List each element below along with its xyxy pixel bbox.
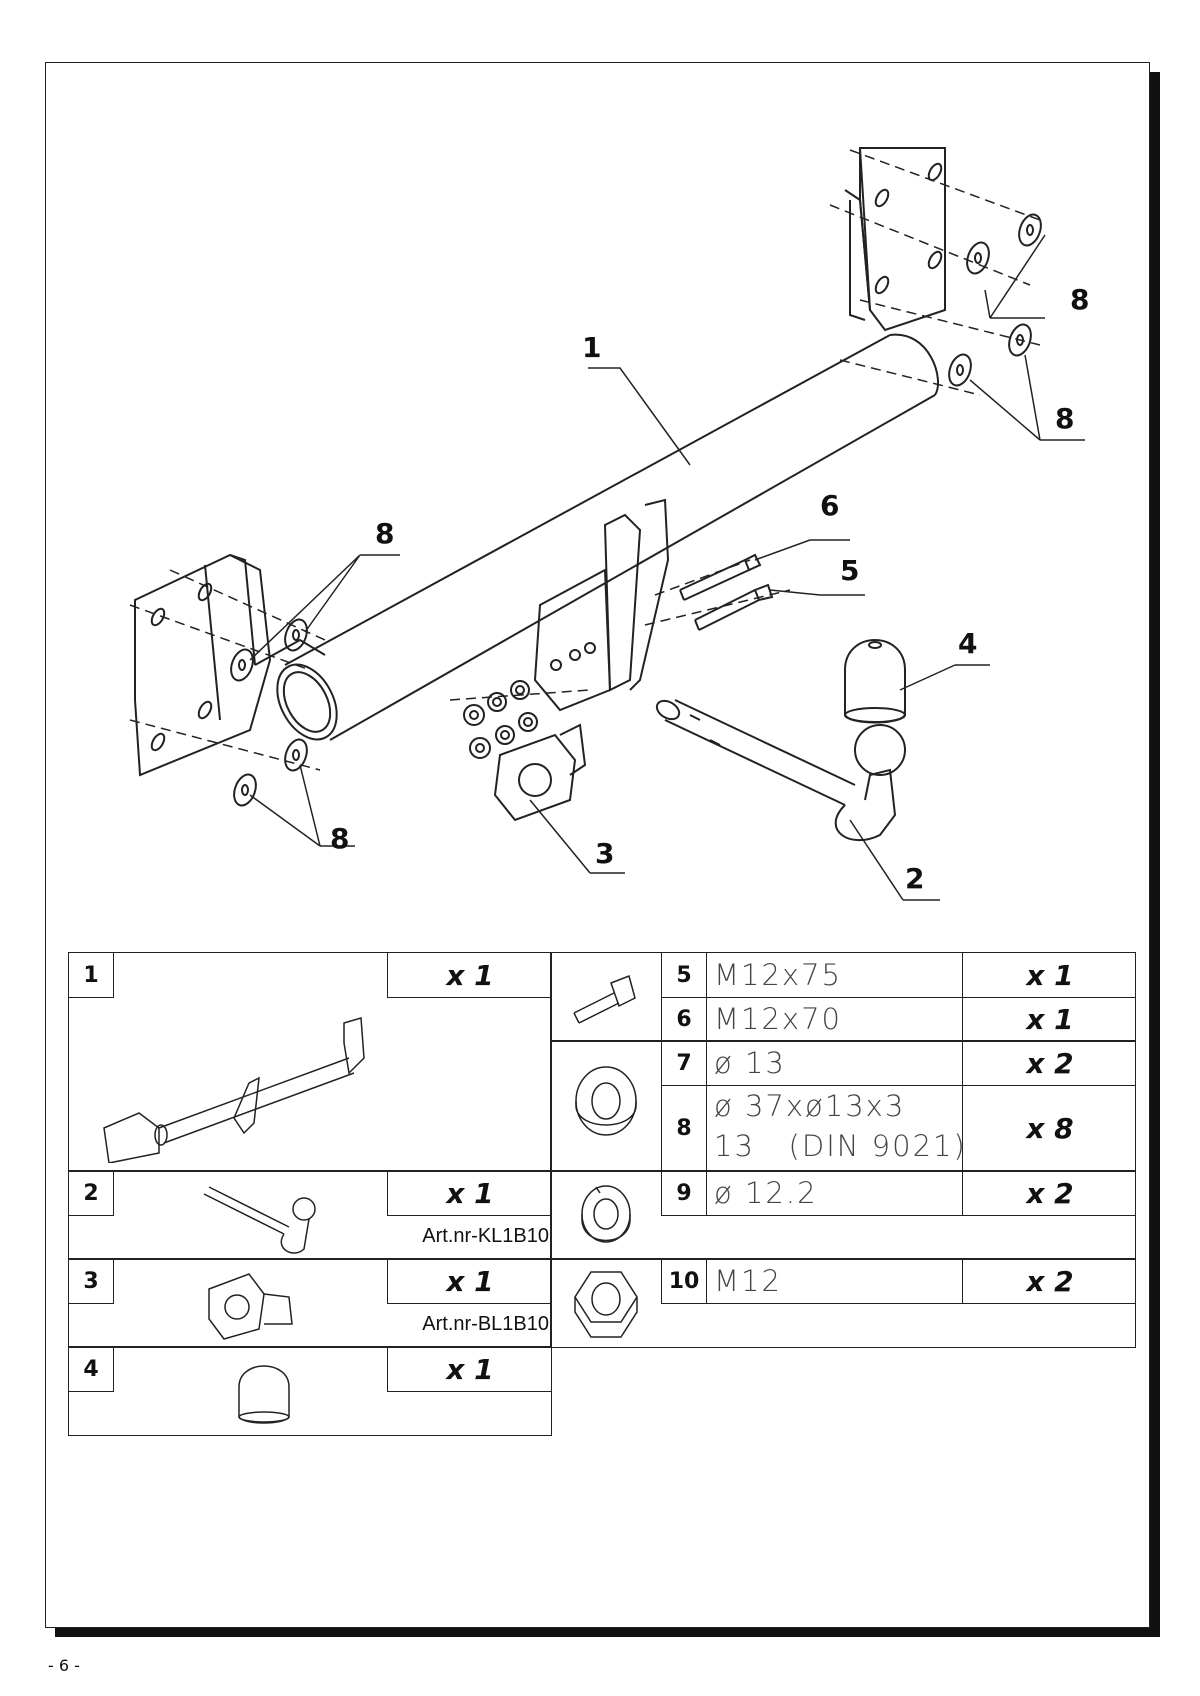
- bolts-part-5-6: [679, 553, 774, 631]
- part-quantity: x 1: [962, 953, 1137, 997]
- part-number: 10: [662, 1259, 707, 1303]
- part-number: 5: [662, 953, 707, 997]
- callout-part-3: 3: [595, 837, 615, 870]
- part-quantity: x 1: [387, 1171, 552, 1216]
- parts-list-right: 5 M12x75 x 1 6 M12x70 x 1 7 ø 13 x 2 8 ø…: [550, 952, 1136, 1352]
- callout-part-4: 4: [958, 627, 978, 660]
- part-group-nut: 10 M12 x 2: [550, 1258, 1136, 1348]
- callout-part-1: 1: [582, 331, 602, 364]
- bolt-icon: [573, 974, 636, 1024]
- ball-cap-part-4: [844, 639, 906, 724]
- part-number: 4: [69, 1347, 114, 1392]
- page-frame: [45, 62, 1150, 1628]
- callout-part-8-left-lower: 8: [330, 822, 350, 855]
- center-mount-ears: [533, 498, 670, 712]
- part-quantity: x 1: [387, 953, 552, 998]
- part-spec: ø 37xø13x3: [714, 1089, 906, 1123]
- exploded-assembly-drawing: [129, 147, 1085, 901]
- part-row-7: 7 ø 13 x 2: [661, 1041, 1136, 1086]
- article-number: Art.nr-BL1B10: [422, 1312, 549, 1335]
- socket-plate-thumbnail-icon: [208, 1273, 293, 1340]
- parts-list-left: 1 x 1 2 x 1 Art.nr-KL1B10 3 x 1 Art.nr-B…: [68, 952, 552, 1440]
- callout-part-8-right-lower: 8: [1055, 402, 1075, 435]
- frame-shadow-bottom: [55, 1628, 1160, 1637]
- callout-part-5: 5: [840, 554, 860, 587]
- part-group-washers: 7 ø 13 x 2 8 ø 37xø13x3 13 (DIN 9021) x …: [550, 1040, 1136, 1172]
- part-number: 7: [662, 1041, 707, 1085]
- callout-leaders: [249, 234, 1085, 901]
- part-row-8: 8 ø 37xø13x3 13 (DIN 9021) x 8: [661, 1085, 1136, 1171]
- socket-plate-part-3: [493, 723, 587, 822]
- article-number: Art.nr-KL1B10: [422, 1224, 549, 1247]
- part-quantity: x 1: [387, 1259, 552, 1304]
- hex-nut-icon: [574, 1271, 638, 1338]
- callout-part-8-right-upper: 8: [1070, 283, 1090, 316]
- part-row-9: 9 ø 12.2 x 2: [661, 1171, 1136, 1216]
- part-quantity: x 2: [962, 1259, 1137, 1303]
- part-number: 6: [662, 997, 707, 1041]
- right-bracket: [844, 147, 946, 332]
- towball-neck-part-2: [655, 699, 906, 842]
- assembly-guide-lines: [129, 149, 1041, 771]
- part-spec: M12: [714, 1264, 782, 1298]
- part-number: 8: [662, 1085, 707, 1171]
- part-quantity: x 2: [962, 1041, 1137, 1085]
- part-spec: ø 13: [714, 1046, 786, 1080]
- callout-part-6: 6: [820, 489, 840, 522]
- crossbar-tube: [276, 333, 939, 741]
- callout-part-8-left-upper: 8: [375, 517, 395, 550]
- part-row-10: 10 M12 x 2: [661, 1259, 1136, 1304]
- part-row-3: 3 x 1 Art.nr-BL1B10: [68, 1258, 552, 1348]
- spring-washer-icon: [581, 1185, 631, 1243]
- part-row-2: 2 x 1 Art.nr-KL1B10: [68, 1170, 552, 1260]
- part-spec: M12x75: [714, 958, 842, 992]
- washers-part-8: [230, 213, 1042, 807]
- part-spec: ø 12.2: [714, 1176, 818, 1210]
- part-row-5: 5 M12x75 x 1: [661, 953, 1136, 998]
- part-group-bolts: 5 M12x75 x 1 6 M12x70 x 1: [550, 952, 1136, 1042]
- crossbar-thumbnail-icon: [103, 1017, 365, 1163]
- part-row-6: 6 M12x70 x 1: [661, 997, 1136, 1041]
- frame-shadow-right: [1150, 72, 1160, 1637]
- part-number: 2: [69, 1171, 114, 1216]
- page-number: - 6 -: [48, 1656, 80, 1675]
- part-quantity: x 1: [962, 997, 1137, 1041]
- part-number: 3: [69, 1259, 114, 1304]
- part-group-spring-washer: 9 ø 12.2 x 2: [550, 1170, 1136, 1260]
- part-quantity: x 2: [962, 1171, 1137, 1215]
- part-quantity: x 8: [962, 1085, 1137, 1171]
- towball-thumbnail-icon: [203, 1186, 316, 1254]
- flat-washer-icon: [575, 1066, 637, 1136]
- ball-cap-thumbnail-icon: [238, 1365, 290, 1424]
- left-bracket: [134, 553, 326, 777]
- nuts-washers-part-7-9-10: [463, 680, 538, 759]
- part-number: 9: [662, 1171, 707, 1215]
- part-number: 1: [69, 953, 114, 998]
- part-spec: M12x70: [714, 1002, 842, 1036]
- part-row-1: 1 x 1: [68, 952, 552, 1172]
- part-quantity: x 1: [387, 1347, 552, 1392]
- part-row-4: 4 x 1: [68, 1346, 552, 1436]
- callout-part-2: 2: [905, 862, 925, 895]
- part-spec-standard: 13 (DIN 9021): [714, 1129, 967, 1163]
